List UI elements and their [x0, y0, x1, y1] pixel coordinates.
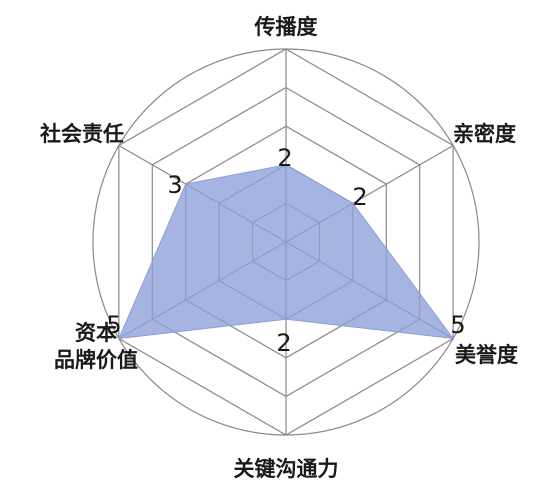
radar-series [118, 164, 455, 340]
value-label-3: 2 [276, 329, 291, 357]
axis-label-2: 美誉度 [455, 343, 518, 367]
series-area [118, 164, 455, 340]
value-label-5: 3 [167, 171, 182, 199]
axis-label-5: 社会责任 [39, 122, 124, 146]
value-label-1: 2 [352, 183, 367, 211]
axis-label-3: 关键沟通力 [234, 457, 339, 481]
value-label-0: 2 [277, 144, 292, 172]
value-label-2: 5 [450, 311, 465, 339]
value-label-4: 5 [106, 311, 121, 339]
axis-label-4-line-0: 资本 [75, 321, 117, 345]
axis-label-1: 亲密度 [453, 122, 516, 146]
axis-label-4-line-1: 品牌价值 [54, 348, 138, 372]
value-labels: 2 2 5 2 5 3 [106, 144, 465, 357]
axis-label-0: 传播度 [254, 15, 318, 39]
